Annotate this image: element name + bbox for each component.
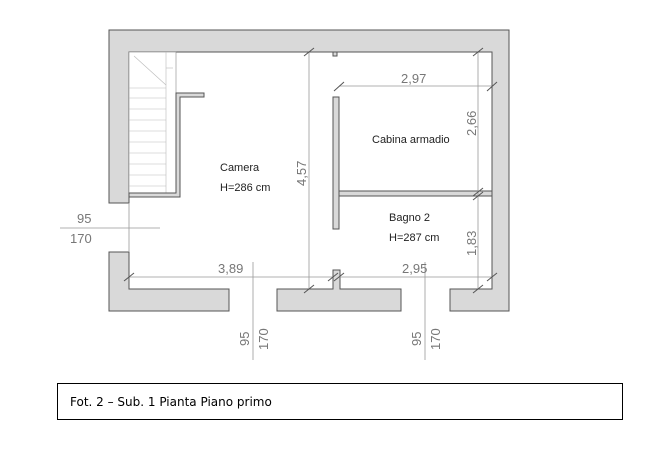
staircase [128,51,177,198]
room-height-bagno: H=287 cm [389,232,439,244]
window-bottom-right-height: 170 [428,328,443,350]
caption-box: Fot. 2 – Sub. 1 Pianta Piano primo [57,383,623,420]
window-bottom-right-sill: 95 [409,332,424,346]
window-bottom-left-sill: 95 [237,332,252,346]
partition-horizontal [338,190,493,197]
dim-camera-width: 3,89 [218,261,243,276]
dimension-lines [60,52,492,360]
column-marker [332,51,338,57]
dim-cabina-depth: 2,66 [464,111,479,136]
room-name-bagno: Bagno 2 [389,212,430,224]
room-name-camera: Camera [220,162,260,174]
dim-camera-depth: 4,57 [294,161,309,186]
window-left-height: 170 [70,231,92,246]
room-name-cabina-armadio: Cabina armadio [372,134,450,146]
caption-text: Fot. 2 – Sub. 1 Pianta Piano primo [70,395,272,409]
dim-bagno-depth: 1,83 [464,231,479,256]
dim-bagno-width: 2,95 [402,261,427,276]
room-height-camera: H=286 cm [220,182,270,194]
stair-wall [128,92,205,198]
window-bottom-left-height: 170 [256,328,271,350]
dim-cabina-width: 2,97 [401,71,426,86]
window-left-sill: 95 [77,211,91,226]
partition-vertical [332,96,340,230]
dimension-ticks [123,47,498,294]
